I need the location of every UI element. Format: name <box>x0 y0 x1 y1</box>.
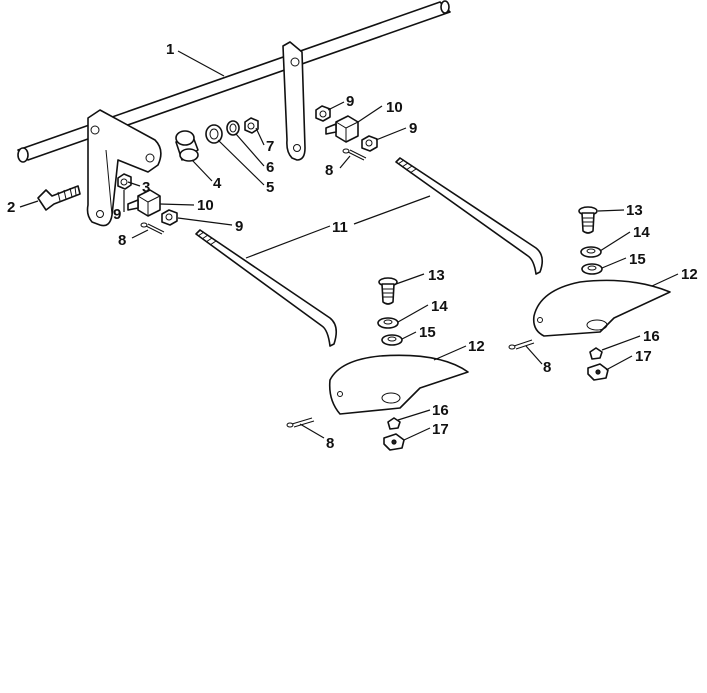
clip-nut-left <box>383 433 405 451</box>
washer-left <box>381 334 403 346</box>
callout-label: 4 <box>213 175 222 192</box>
left-nut-lower <box>161 209 178 226</box>
callout-label: 10 <box>386 99 403 116</box>
linkage-rod-right <box>395 157 544 275</box>
callout-label: 14 <box>633 224 650 241</box>
callout-label: 1 <box>166 41 174 58</box>
spacer <box>175 130 199 162</box>
callout-label: 9 <box>113 206 121 223</box>
lock-washer <box>226 120 240 136</box>
main-shaft <box>17 0 451 163</box>
callout-label: 9 <box>346 93 354 110</box>
linkage-rod-left <box>195 229 338 347</box>
washer-right <box>581 263 603 275</box>
right-cotter-pin <box>342 148 367 161</box>
bolt <box>37 185 81 211</box>
right-nut-lower <box>361 135 378 152</box>
callout-label: 15 <box>629 251 646 268</box>
callout-label: 12 <box>468 338 485 355</box>
cotter-pin-lower-left <box>286 417 315 428</box>
lock-washer-left <box>387 417 401 430</box>
callout-label: 3 <box>142 179 150 196</box>
callout-label: 14 <box>431 298 448 315</box>
callout-label: 13 <box>428 267 445 284</box>
right-nut-upper <box>315 105 331 122</box>
cotter-pin-lower-right <box>508 339 535 350</box>
callout-label: 9 <box>235 218 243 235</box>
callout-label: 8 <box>543 359 551 376</box>
callout-label: 2 <box>7 199 15 216</box>
spacer-left <box>377 317 399 329</box>
screw-right <box>578 206 598 234</box>
right-bracket <box>282 41 306 161</box>
lock-washer-right <box>589 347 603 360</box>
callout-label: 16 <box>643 328 660 345</box>
deflector-plate-left <box>328 354 469 415</box>
callout-label: 12 <box>681 266 698 283</box>
right-block <box>325 115 359 143</box>
callout-label: 9 <box>409 120 417 137</box>
left-bracket <box>86 109 162 227</box>
callout-label: 8 <box>325 162 333 179</box>
screw-left <box>378 277 398 305</box>
callout-label: 6 <box>266 159 274 176</box>
callout-label: 11 <box>332 219 348 236</box>
left-cotter-pin <box>140 222 165 235</box>
deflector-plate-right <box>532 279 671 337</box>
callout-label: 16 <box>432 402 449 419</box>
callout-label: 10 <box>197 197 214 214</box>
spacer-right <box>580 246 602 258</box>
callout-label: 15 <box>419 324 436 341</box>
callout-label: 17 <box>432 421 449 438</box>
left-block <box>127 189 161 217</box>
callout-labels: 1 2 3 4 5 6 7 9 10 9 8 9 10 9 8 11 13 14… <box>7 41 698 452</box>
leader-lines <box>19 50 679 441</box>
callout-label: 5 <box>266 179 274 196</box>
callout-label: 7 <box>266 138 274 155</box>
flat-washer <box>205 124 223 144</box>
callout-label: 8 <box>326 435 334 452</box>
left-nut-upper <box>117 173 132 190</box>
callout-label: 17 <box>635 348 652 365</box>
clip-nut-right <box>587 363 609 381</box>
hex-nut <box>244 117 259 134</box>
callout-label: 8 <box>118 232 126 249</box>
callout-label: 13 <box>626 202 643 219</box>
